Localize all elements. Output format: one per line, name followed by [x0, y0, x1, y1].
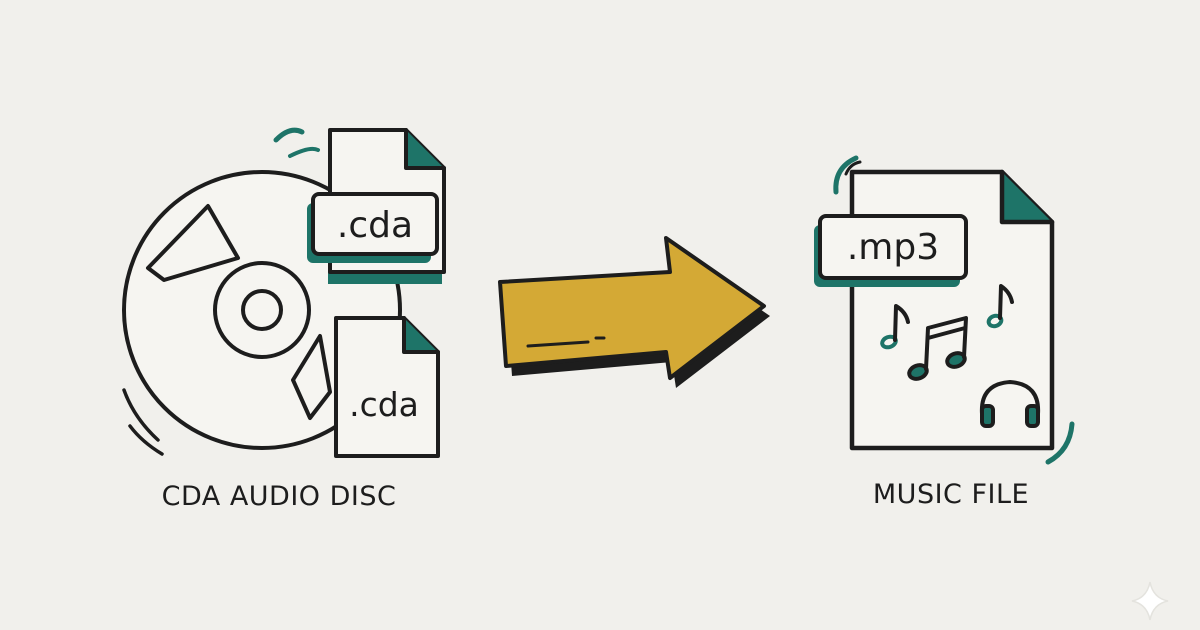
- cda-file-label-top: .cda: [337, 205, 413, 246]
- music-note-icon: [880, 284, 1014, 381]
- target-caption: MUSIC FILE: [873, 479, 1029, 510]
- cda-file-icon-bottom: .cda: [334, 316, 440, 458]
- mp3-file-label: .mp3: [847, 227, 939, 268]
- sparkle-icon: [1131, 581, 1169, 621]
- source-caption: CDA AUDIO DISC: [162, 481, 397, 512]
- arrow-right-icon: [498, 236, 770, 388]
- cda-file-icon-top: .cda: [307, 128, 446, 284]
- mp3-file-icon: .mp3: [814, 155, 1075, 465]
- headphones-icon: [979, 380, 1041, 428]
- cda-file-label-bottom: .cda: [349, 385, 419, 424]
